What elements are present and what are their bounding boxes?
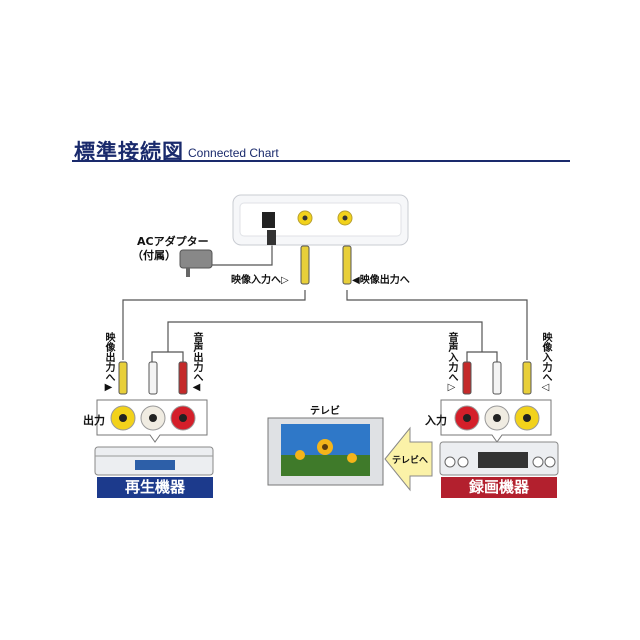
page-subtitle: Connected Chart bbox=[188, 146, 279, 160]
tv-label: テレビ bbox=[310, 406, 340, 417]
ac-adapter-icon bbox=[179, 249, 213, 277]
playback-audio-out-label: 音声出力へ◀ bbox=[191, 332, 202, 393]
video-out-cable bbox=[346, 290, 528, 360]
page-title: 標準接続図 bbox=[74, 140, 184, 164]
recorder-video-in-label: 映像入力へ◁ bbox=[540, 332, 551, 393]
ac-adapter-note: （付属） bbox=[132, 249, 176, 262]
playback-video-out-label: 映像出力へ▶ bbox=[103, 332, 114, 393]
tv-icon bbox=[267, 417, 384, 486]
playback-jack-panel bbox=[96, 361, 208, 443]
video-in-label: 映像入力へ▷ bbox=[231, 275, 289, 286]
recorder-jack-label: 入力 bbox=[425, 414, 447, 427]
cables bbox=[122, 245, 528, 362]
recorder-jack-panel bbox=[440, 361, 552, 443]
center-plugs bbox=[300, 245, 352, 285]
to-tv-label: テレビへ bbox=[392, 456, 429, 466]
playback-device-icon bbox=[94, 446, 214, 476]
adapter-cord bbox=[212, 245, 273, 266]
playback-jack-label: 出力 bbox=[83, 414, 105, 427]
to-tv-arrow bbox=[384, 426, 433, 492]
video-in-cable bbox=[122, 290, 306, 360]
playback-device-badge: 再生機器 bbox=[97, 477, 213, 498]
ac-adapter-label: ACアダプター bbox=[137, 235, 209, 248]
dc-jack bbox=[262, 212, 275, 228]
recorder-device-icon bbox=[439, 441, 559, 476]
converter-box bbox=[232, 194, 409, 246]
audio-cable bbox=[151, 321, 498, 362]
recorder-device-badge: 録画機器 bbox=[441, 477, 557, 498]
recorder-audio-in-label: 音声入力へ▷ bbox=[446, 332, 457, 393]
video-out-label: ◀映像出力へ bbox=[352, 275, 410, 286]
